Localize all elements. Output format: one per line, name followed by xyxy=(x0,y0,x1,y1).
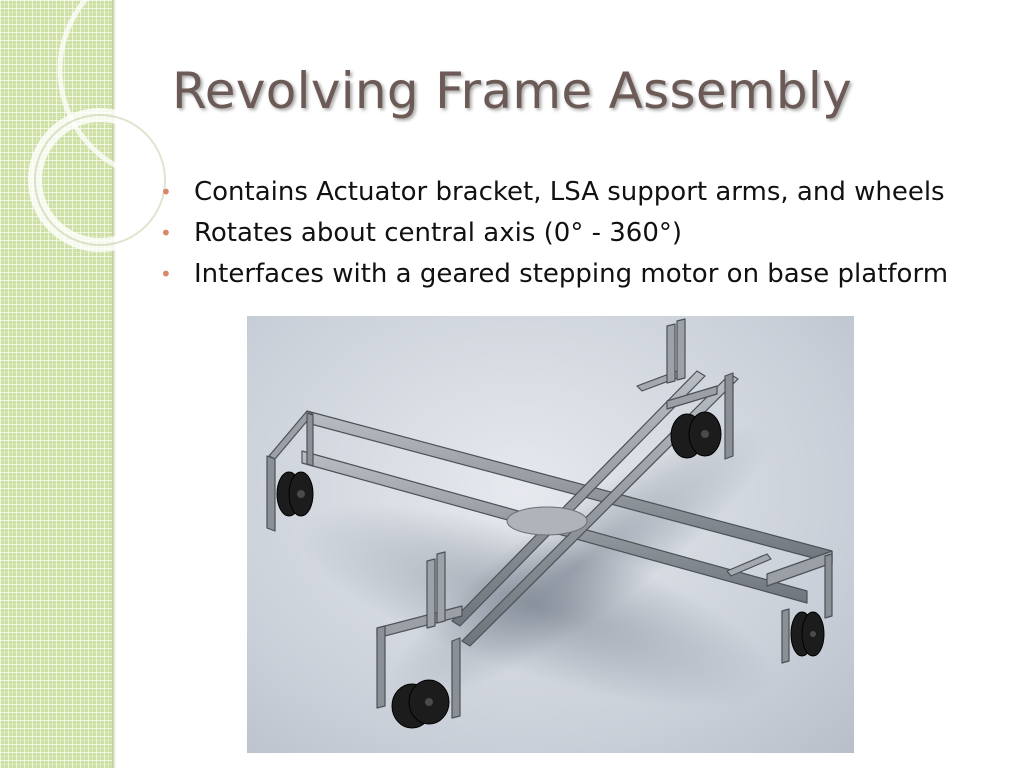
slide-title: Revolving Frame Assembly xyxy=(172,62,853,120)
bullet-icon: • xyxy=(160,262,172,286)
bullet-text: Rotates about central axis (0° - 360°) xyxy=(194,218,683,248)
bullet-icon: • xyxy=(160,180,172,204)
bullet-item: • Rotates about central axis (0° - 360°) xyxy=(160,213,948,254)
bullet-item: • Contains Actuator bracket, LSA support… xyxy=(160,172,948,213)
bullet-list: • Contains Actuator bracket, LSA support… xyxy=(160,172,948,295)
bullet-text: Contains Actuator bracket, LSA support a… xyxy=(194,177,945,207)
revolving-frame-render-icon xyxy=(266,318,833,729)
decorative-rings-icon xyxy=(28,0,260,252)
bullet-text: Interfaces with a geared stepping motor … xyxy=(194,259,949,289)
frame-assembly-image xyxy=(247,316,854,753)
side-band-edge xyxy=(112,0,116,768)
bullet-icon: • xyxy=(160,221,172,245)
bullet-item: • Interfaces with a geared stepping moto… xyxy=(160,254,948,295)
